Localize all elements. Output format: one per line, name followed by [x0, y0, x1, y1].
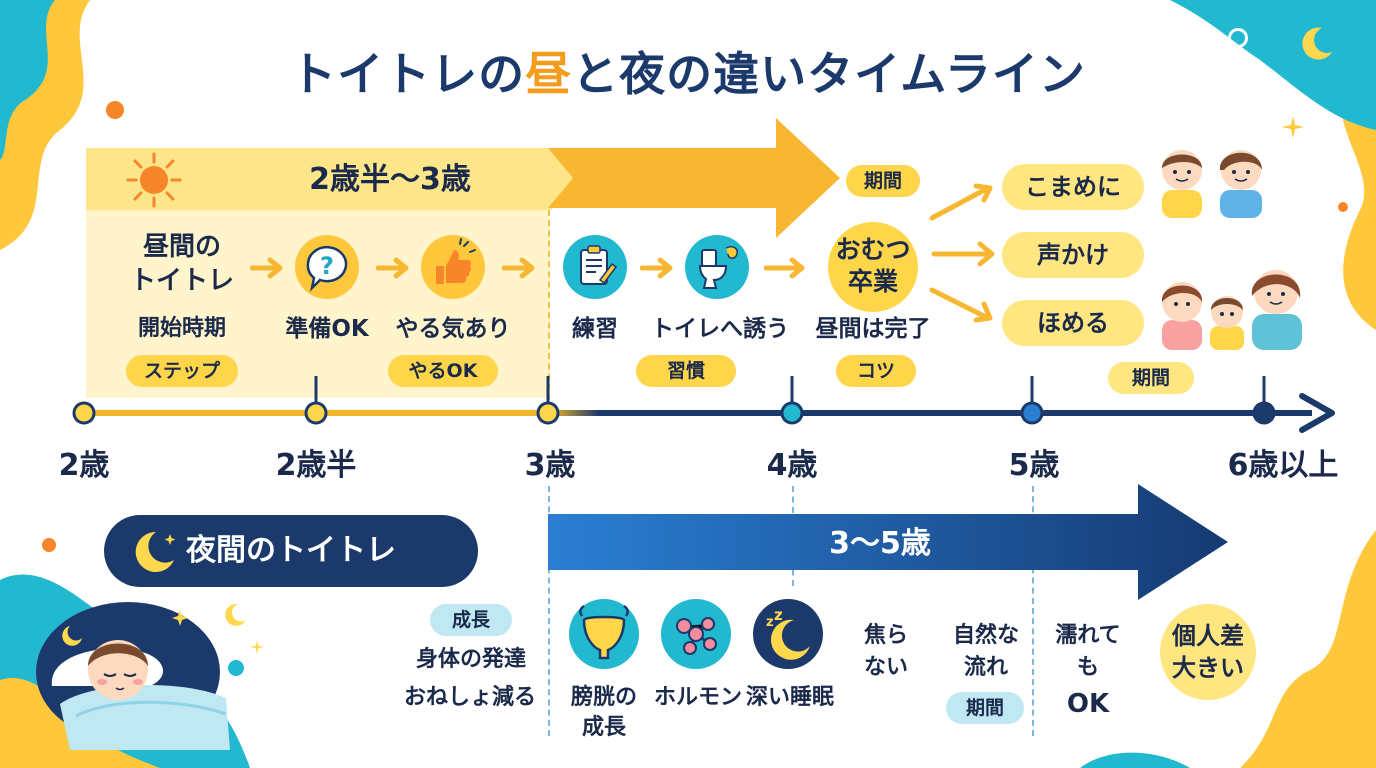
factor-deep-sleep: 深い睡眠 [745, 685, 834, 710]
sleeping-child-illustration [36, 602, 230, 750]
note-no-rush-line-2: ない [863, 655, 908, 680]
title-highlight: 昼 [525, 47, 573, 101]
step-arrow-icon [250, 257, 283, 279]
hormone-icon [661, 599, 731, 669]
pill-tips: コツ [836, 355, 916, 387]
moon-sleep-icon: z z [753, 599, 823, 669]
night-range-label: 3〜5歳 [829, 526, 931, 561]
decor-dot [228, 660, 244, 676]
toilet-icon [685, 235, 749, 299]
step-arrow-icon [376, 257, 409, 279]
thumbs-up-icon [421, 235, 485, 299]
factor-hormone: ホルモン [653, 685, 742, 710]
note-natural-line-1: 自然な [952, 623, 1019, 648]
age-label-6-plus: 6歳以上 [1227, 448, 1339, 483]
tip-call-out: 声かけ [1002, 232, 1144, 278]
moon-icon [1302, 27, 1332, 60]
step-label-ready: 準備OK [285, 316, 369, 342]
pill-period-right: 期間 [1108, 362, 1194, 394]
step-label-practice: 練習 [572, 316, 618, 342]
factor-bladder-line-1: 膀胱の [570, 685, 637, 710]
day-start-line-3: 開始時期 [137, 316, 226, 341]
step-label-motivation: やる気あり [395, 316, 511, 342]
day-range-band [86, 148, 576, 210]
corner-blob-top-right [1170, 0, 1376, 330]
page-title: トイトレの昼と夜の違いタイムライン [290, 47, 1086, 101]
night-heading: 夜間のトイトレ [186, 533, 396, 568]
goal-line-1: おむつ [835, 235, 911, 264]
note-wet-ok-line-1: 濡れて [1055, 623, 1121, 648]
goal-caption: 昼間は完了 [815, 316, 931, 342]
sparkle-icon [1282, 116, 1304, 138]
tip-praise: ほめる [1002, 300, 1144, 346]
decor-dot [1338, 202, 1348, 212]
age-label-3: 3歳 [524, 448, 576, 483]
moon-icon [225, 603, 246, 626]
note-natural-line-2: 流れ [963, 655, 1008, 680]
children-illustration [1162, 150, 1262, 218]
goal-line-2: 卒業 [847, 267, 898, 296]
guide-5y-lower [1032, 486, 1034, 736]
goal-circle [828, 222, 918, 312]
pill-night-period: 期間 [946, 692, 1024, 724]
question-icon: ? [295, 235, 359, 299]
individual-line-1: 個人差 [1172, 622, 1244, 650]
guide-3y-lower [548, 486, 550, 736]
pill-growth: 成長 [430, 604, 512, 636]
step-label-invite: トイレへ誘う [651, 316, 789, 342]
pill-period-top: 期間 [846, 165, 920, 197]
age-label-5: 5歳 [1008, 448, 1060, 483]
growth-line-2: おねしょ減る [403, 685, 536, 710]
pill-habit: 習慣 [636, 355, 736, 387]
factor-bladder-line-2: 成長 [581, 715, 626, 740]
tips-arrows [929, 183, 995, 323]
age-label-4: 4歳 [766, 448, 818, 483]
corner-blob-bottom-right [1080, 530, 1376, 768]
sun-icon [126, 152, 182, 208]
corner-blob-top-left [0, 0, 90, 250]
svg-text:z: z [766, 615, 774, 630]
note-wet-ok-line-3: OK [1066, 689, 1110, 719]
step-arrow-icon [502, 257, 535, 279]
age-label-2: 2歳 [58, 448, 110, 483]
day-start-line-2: トイトレ [129, 266, 234, 296]
step-arrow-icon [764, 257, 805, 279]
sparkle-icon [250, 640, 264, 654]
day-start-line-1: 昼間の [142, 232, 221, 262]
individual-line-2: 大きい [1172, 654, 1244, 682]
note-wet-ok-line-2: も [1076, 655, 1099, 680]
decor-dot [42, 538, 56, 552]
night-range-arrow [548, 484, 1228, 600]
tip-frequent: こまめに [1002, 164, 1144, 210]
family-illustration [1161, 270, 1302, 350]
step-arrow-icon [640, 257, 673, 279]
bladder-icon [569, 599, 639, 669]
day-range-label: 2歳半〜3歳 [309, 162, 471, 197]
growth-line-1: 身体の発達 [415, 647, 526, 672]
decor-dot [1228, 28, 1248, 48]
clipboard-icon [563, 235, 627, 299]
timeline-axis [72, 376, 1335, 433]
note-no-rush-line-1: 焦ら [863, 623, 908, 648]
svg-text:?: ? [320, 252, 334, 280]
day-big-arrow [548, 118, 840, 238]
night-heading-pill [104, 515, 478, 587]
decor-dot [106, 101, 124, 119]
guide-3y [548, 210, 550, 400]
age-label-2-5: 2歳半 [275, 448, 357, 483]
pill-step: ステップ [126, 355, 238, 387]
pill-motivation: やるOK [388, 355, 498, 387]
individual-diff-circle [1160, 604, 1256, 700]
svg-text:z: z [774, 606, 783, 624]
moon-stars-icon [135, 531, 176, 572]
